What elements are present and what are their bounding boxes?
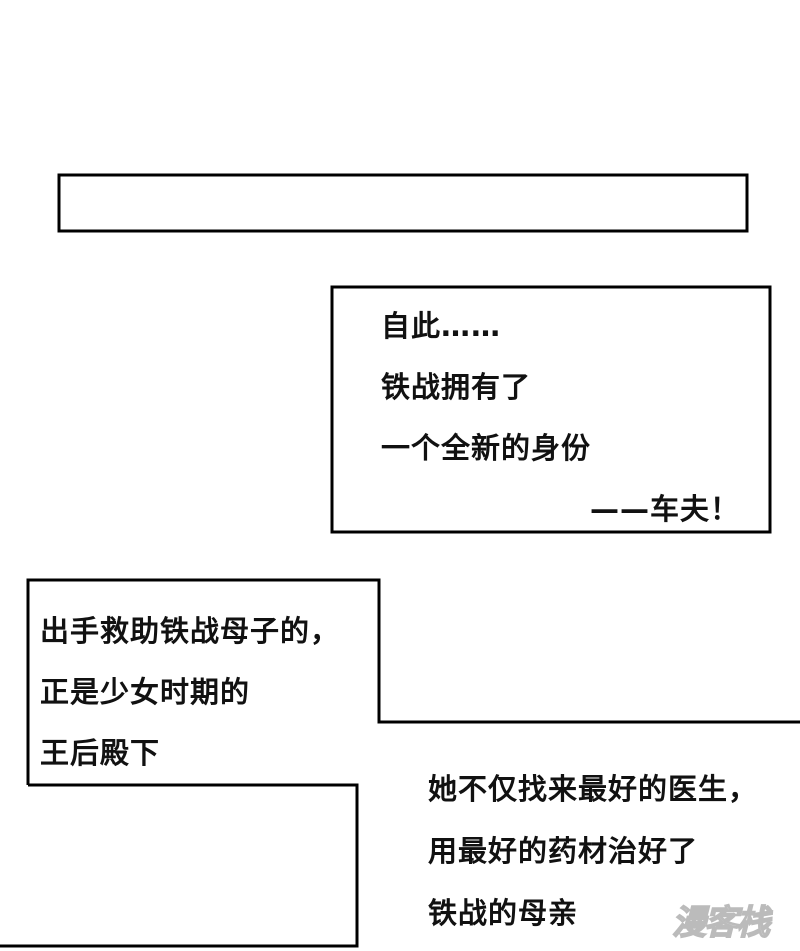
caption-3-line-3: 铁战的母亲 bbox=[428, 896, 579, 930]
watermark-logo: 漫客栈 bbox=[671, 902, 771, 944]
caption-1-line-1: 自此…… bbox=[381, 309, 502, 343]
caption-1-line-2: 铁战拥有了 bbox=[381, 370, 532, 404]
caption-2-line-1: 出手救助铁战母子的， bbox=[40, 614, 341, 648]
caption-3-line-1: 她不仅找来最好的医生， bbox=[428, 772, 759, 806]
caption-box-2-border bbox=[26, 578, 800, 785]
caption-1-line-4: ——车夫！ bbox=[590, 492, 741, 526]
caption-3-line-2: 用最好的药材治好了 bbox=[428, 834, 699, 868]
lower-panel-border bbox=[0, 783, 359, 948]
caption-box-1-border bbox=[330, 285, 772, 534]
empty-caption-box bbox=[57, 173, 749, 233]
caption-2-line-3: 王后殿下 bbox=[40, 736, 161, 770]
caption-1-line-3: 一个全新的身份 bbox=[381, 431, 592, 465]
caption-2-line-2: 正是少女时期的 bbox=[40, 675, 251, 709]
